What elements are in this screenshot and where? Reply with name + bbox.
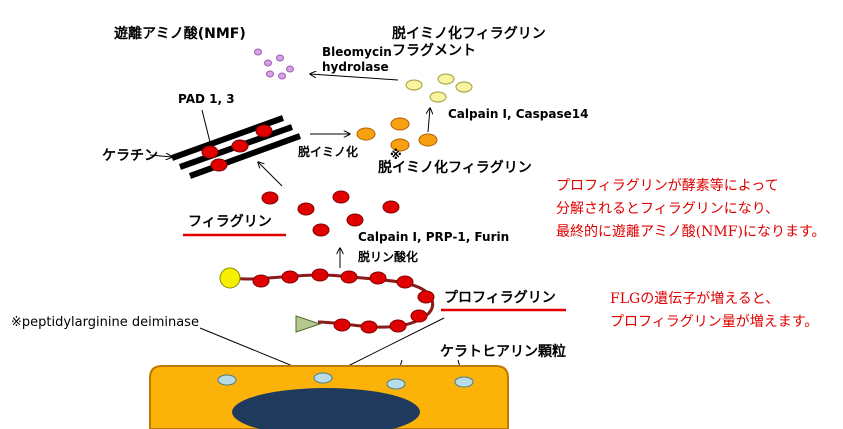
dephosphorylation-label: 脱リン酸化: [358, 249, 418, 264]
filaggrin-monomers: [261, 190, 400, 237]
note2-line2: プロフィラグリン量が増えます。: [610, 314, 818, 330]
calpain-caspase-label: Calpain I, Caspase14: [448, 107, 588, 121]
pad-pointer-line: [201, 109, 211, 143]
asterisk-mark: ※: [390, 148, 402, 162]
fragment-label-line1: 脱イミノ化フィラグリン: [392, 25, 546, 42]
fragment-label-line2: フラグメント: [392, 42, 476, 59]
profilaggrin-c-terminus: [295, 315, 322, 333]
explanation-note-2: FLGの遺伝子が増えると、 プロフィラグリン量が増えます。: [610, 291, 818, 330]
bleomycin-label-line1: Bleomycin: [322, 45, 392, 59]
profilaggrin-label: プロフィラグリン: [444, 289, 556, 306]
deiminated-filaggrin-units: [356, 117, 438, 152]
pad-footnote: ※peptidylarginine deiminase: [11, 315, 199, 330]
keratin-label: ケラチン: [102, 148, 158, 164]
bleomycin-label-line2: hydrolase: [322, 60, 389, 74]
cell-nucleus: [232, 388, 420, 429]
pad-label: PAD 1, 3: [178, 92, 235, 106]
filaggrin-fragments: [405, 73, 473, 103]
explanation-note-1: プロフィラグリンが酵素等によって 分解されるとフィラグリンになり、 最終的に遊離…: [556, 177, 826, 240]
note2-line1: FLGの遺伝子が増えると、: [610, 291, 779, 307]
note1-line1: プロフィラグリンが酵素等によって: [556, 177, 779, 194]
keratin-bound-filaggrin: [201, 124, 273, 172]
calpain-prp-furin-label: Calpain I, PRP-1, Furin: [358, 230, 509, 244]
profilaggrin-n-terminus: [219, 267, 241, 289]
deiminated-filaggrin-label: 脱イミノ化フィラグリン: [378, 159, 532, 176]
bleomycin-arrow: [310, 74, 399, 81]
filaggrin-to-keratin-arrow: [258, 162, 283, 187]
deimination-label: 脱イミノ化: [298, 144, 358, 159]
granular-cell: [149, 365, 509, 429]
profilaggrin-repeats: [252, 268, 435, 334]
filaggrin-label: フィラグリン: [188, 213, 272, 230]
keratin-arrow: [149, 155, 172, 157]
calpain-caspase-arrow: [428, 108, 430, 133]
note1-line3: 最終的に遊離アミノ酸(NMF)になります。: [556, 223, 826, 240]
nmf-label: 遊離アミノ酸(NMF): [114, 25, 246, 42]
keratohyalin-granules: [217, 372, 474, 390]
nmf-amino-acids: [254, 48, 294, 80]
keratohyalin-label: ケラトヒアリン顆粒: [440, 343, 566, 360]
note1-line2: 分解されるとフィラグリンになり、: [556, 201, 779, 217]
